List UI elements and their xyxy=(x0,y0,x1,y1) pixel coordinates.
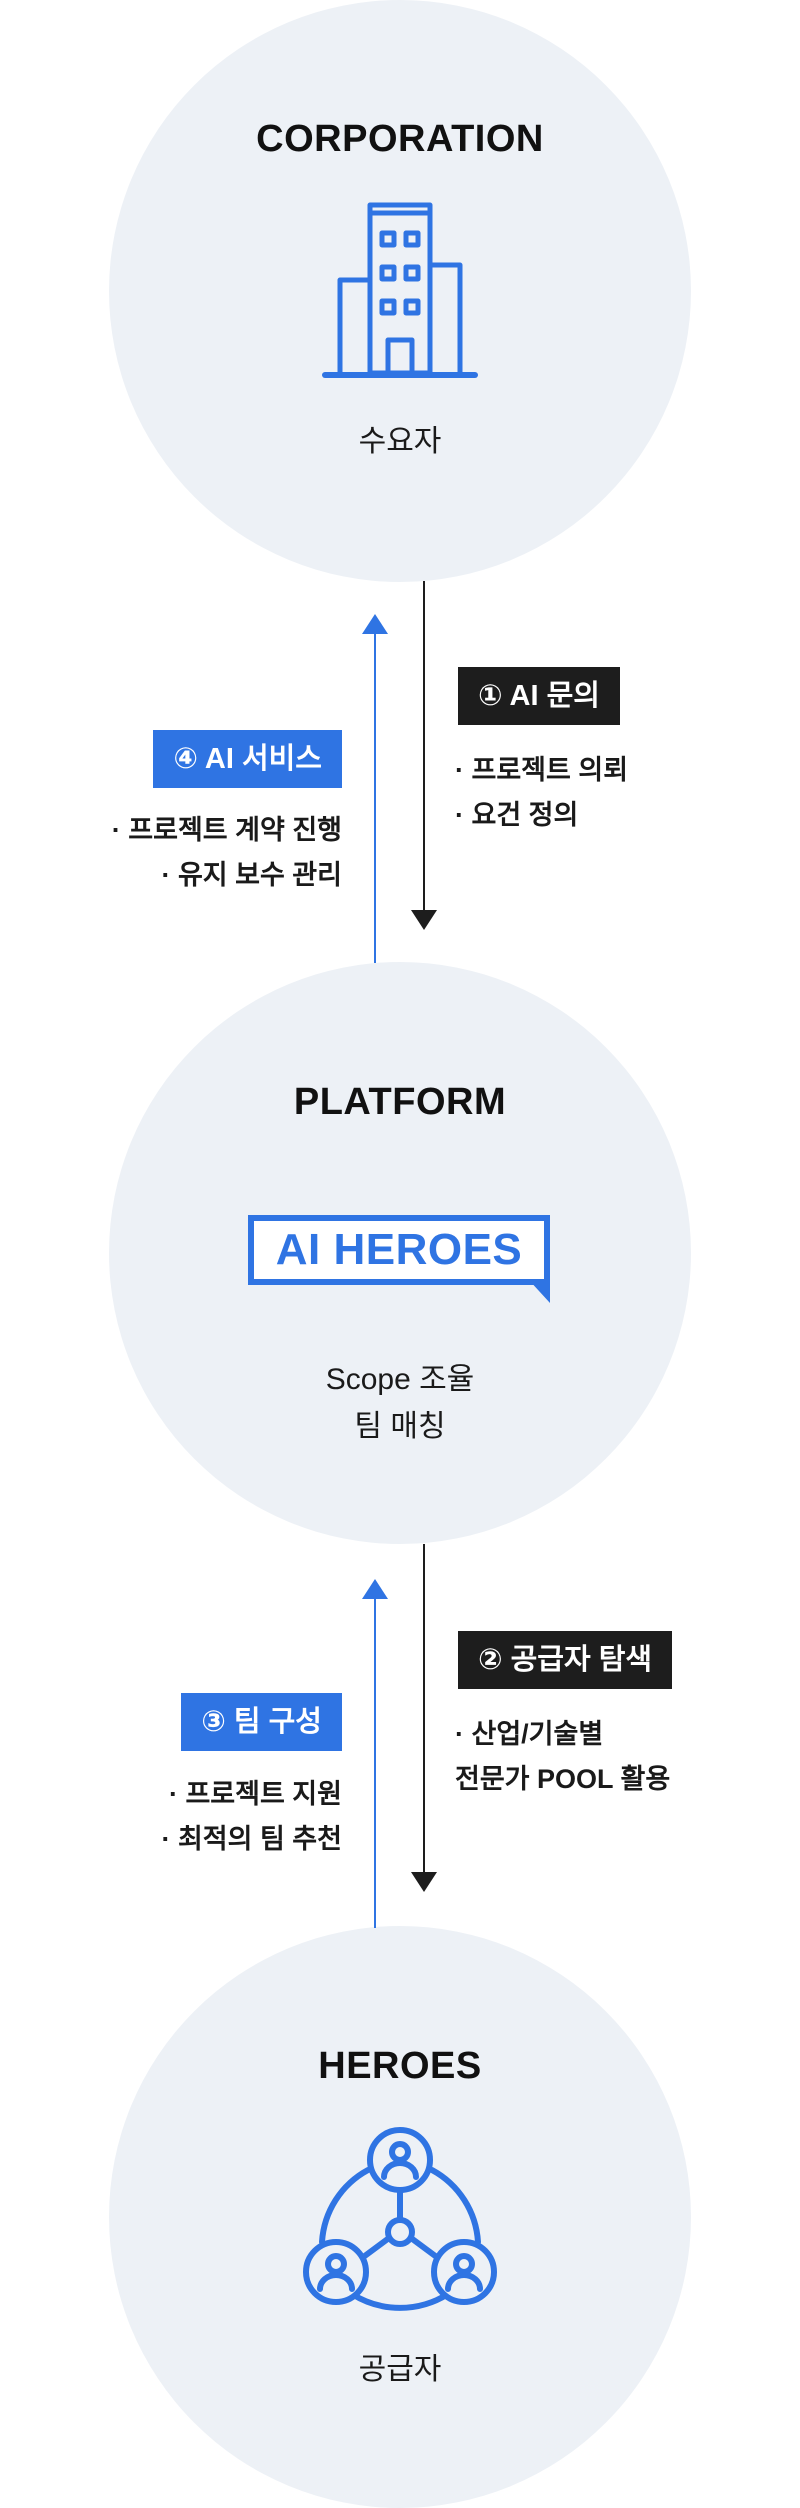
network-people-icon xyxy=(303,2127,497,2311)
step3-bullet: · 프로젝트 지원 xyxy=(168,1779,342,1809)
step1-bullets: · 프로젝트 의뢰 · 요건 정의 xyxy=(455,748,628,838)
arrowhead-down-1 xyxy=(411,910,437,930)
step2-label: ② 공급자 탐색 xyxy=(458,1631,673,1689)
step3-label: ③ 팀 구성 xyxy=(181,1693,342,1751)
platform-title: PLATFORM xyxy=(293,1081,507,1123)
step2-bullets: · 산업/기술별 전문가 POOL 활용 xyxy=(455,1712,670,1802)
heroes-title: HEROES xyxy=(318,2045,482,2087)
logo-speech-tail-icon xyxy=(528,1279,550,1303)
step1-label: ① AI 문의 xyxy=(458,667,620,725)
step1-bullet: · 요건 정의 xyxy=(455,800,579,830)
step4-bullet: · 프로젝트 계약 진행 xyxy=(111,815,342,845)
corporation-title: CORPORATION xyxy=(256,118,544,160)
step3-bullets: · 프로젝트 지원 · 최적의 팀 추천 xyxy=(161,1772,342,1862)
arrowhead-up-4 xyxy=(362,614,388,634)
step2-bullet: · 산업/기술별 xyxy=(455,1719,604,1749)
heroes-caption: 공급자 xyxy=(358,2353,442,2386)
step2-bullet: 전문가 POOL 활용 xyxy=(455,1764,671,1794)
step3-bullet: · 최적의 팀 추천 xyxy=(161,1824,342,1854)
corporation-circle xyxy=(109,0,691,582)
step4-bullets: · 프로젝트 계약 진행 · 유지 보수 관리 xyxy=(112,808,342,898)
step4-bullet: · 유지 보수 관리 xyxy=(161,860,342,890)
platform-caption-line1: Scope 조율 xyxy=(325,1363,475,1396)
step1-bullet: · 프로젝트 의뢰 xyxy=(455,755,629,785)
arrowhead-down-2 xyxy=(411,1872,437,1892)
step4-label: ④ AI 서비스 xyxy=(153,730,342,788)
building-icon xyxy=(322,202,478,378)
arrowhead-up-3 xyxy=(362,1579,388,1599)
ai-heroes-logo: AI HEROES xyxy=(248,1215,550,1285)
corporation-caption: 수요자 xyxy=(358,425,442,458)
platform-caption-line2: 팀 매칭 xyxy=(354,1410,446,1443)
